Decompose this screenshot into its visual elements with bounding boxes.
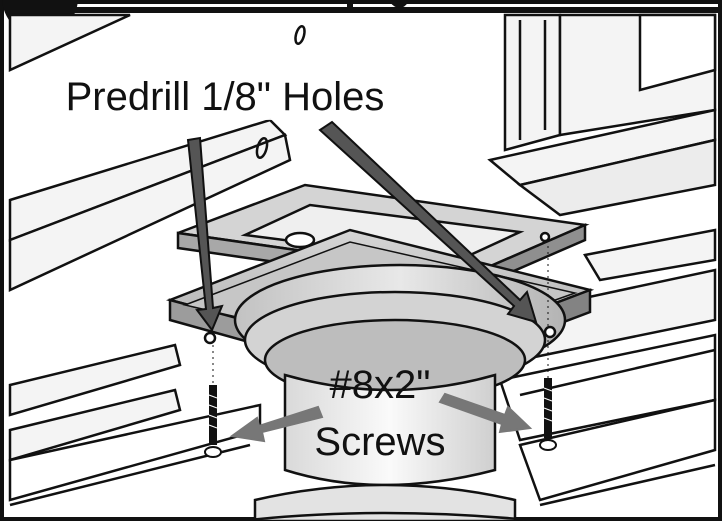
hole-icon (539, 231, 551, 243)
hole-marks (255, 24, 306, 159)
hole-icon (543, 325, 557, 339)
screws-label: Screws (314, 420, 445, 464)
hole-mark-icon (255, 137, 269, 159)
screw-left (204, 385, 222, 458)
predrill-label: Predrill 1/8" Holes (66, 75, 385, 119)
screw-size-label: #8x2" (330, 363, 431, 407)
predrill-arrows (186, 120, 538, 332)
hole-icon (203, 331, 217, 345)
hole-mark-icon (294, 24, 306, 46)
ceiling-structure (8, 13, 717, 507)
screw-icon (544, 378, 552, 438)
base-plate (165, 228, 595, 402)
arrow-icon (438, 392, 533, 434)
arrow-icon (318, 120, 538, 324)
arrow-icon (229, 405, 324, 443)
screw-arrows (229, 392, 533, 443)
screw-right (539, 378, 557, 451)
guide-lines (212, 240, 549, 385)
screw-icon (209, 385, 217, 445)
arrow-icon (186, 136, 224, 332)
